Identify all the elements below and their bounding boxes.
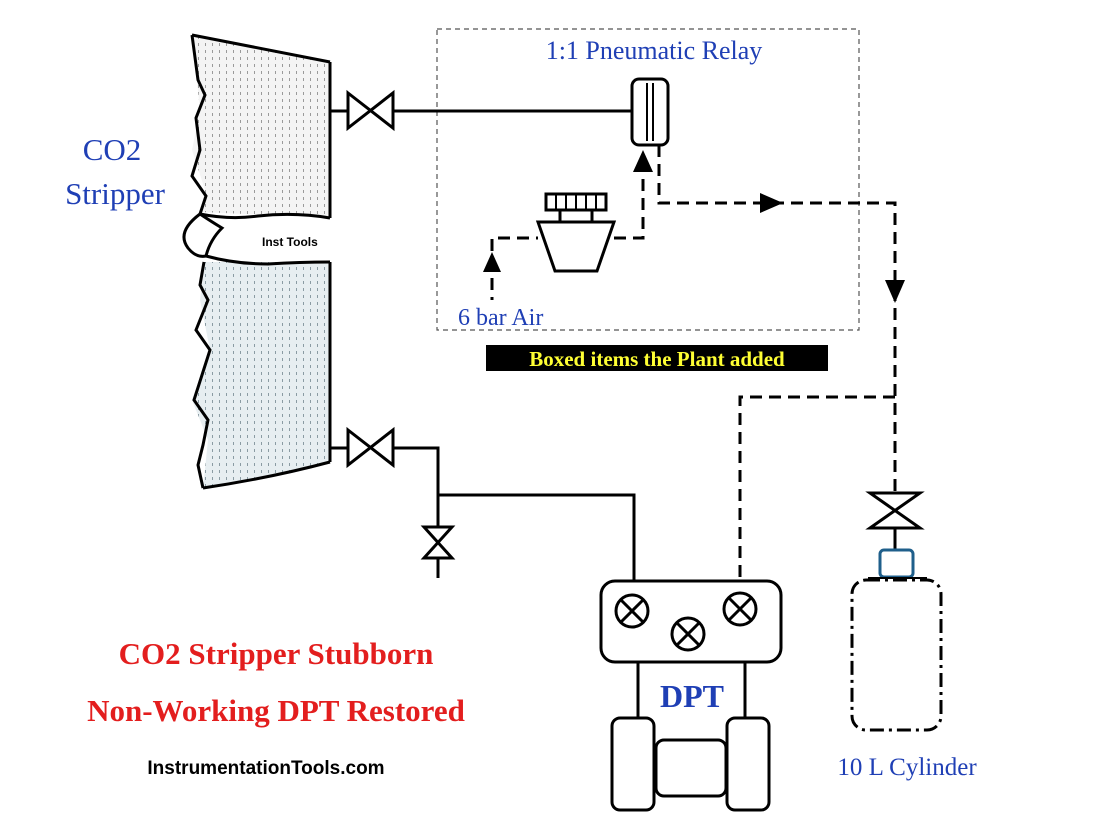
cylinder-label: 10 L Cylinder — [837, 754, 977, 781]
dpt-flange-left — [610, 716, 656, 812]
plant-added-box — [436, 28, 860, 331]
vessel-break-top — [199, 212, 331, 220]
footer-site: InstrumentationTools.com — [147, 758, 384, 779]
regulator-to-relay-line — [614, 172, 645, 240]
cylinder-cap — [878, 548, 915, 579]
air-supply-arrow — [483, 252, 501, 272]
vessel-bottom — [202, 460, 331, 490]
vessel-left-edge-lower — [192, 261, 212, 489]
vessel-upper-section — [192, 35, 330, 218]
regulator-to-relay-arrow — [633, 150, 653, 172]
relay-output-arrow-down — [885, 280, 905, 303]
upper-isolation-valve — [346, 89, 395, 132]
cylinder-valve — [865, 491, 925, 530]
vessel-label-line1: CO2 — [83, 132, 142, 167]
vessel-top — [191, 33, 331, 64]
boxed-note: Boxed items the Plant added — [529, 347, 785, 371]
vessel-label-line2: Stripper — [65, 176, 166, 211]
air-regulator — [535, 192, 617, 273]
vessel-left-edge-upper — [190, 34, 208, 215]
dpt-manifold-valve-right — [722, 591, 758, 627]
lower-isolation-valve — [346, 426, 395, 469]
air-supply-label: 6 bar Air — [458, 305, 543, 331]
cylinder-body — [850, 578, 943, 732]
dpt-label: DPT — [660, 678, 724, 714]
title-line1: CO2 Stripper Stubborn — [119, 636, 434, 671]
dpt-body — [654, 738, 728, 798]
dpt-manifold-valve-center — [670, 616, 706, 652]
co2-stripper-vessel: Inst Tools — [182, 33, 332, 490]
title-line2: Non-Working DPT Restored — [87, 693, 465, 728]
relay-label: 1:1 Pneumatic Relay — [546, 36, 763, 65]
lower-tap-line — [393, 446, 440, 527]
lower-tap-to-dpt-line — [438, 493, 636, 583]
air-supply-line — [490, 236, 538, 270]
boxed-note-highlight — [486, 345, 828, 371]
pneumatic-relay — [630, 77, 670, 147]
vessel-break-inner — [199, 212, 225, 257]
vessel-watermark: Inst Tools — [262, 235, 318, 249]
dpt-transmitter — [599, 579, 783, 812]
relay-output-arrow-right — [760, 193, 783, 213]
drain-valve — [420, 525, 456, 560]
dpt-flange-right — [725, 716, 771, 812]
dpt-manifold-valve-left — [614, 593, 650, 629]
dpt-low-side-line — [738, 395, 895, 580]
vessel-lower-section — [192, 262, 330, 488]
